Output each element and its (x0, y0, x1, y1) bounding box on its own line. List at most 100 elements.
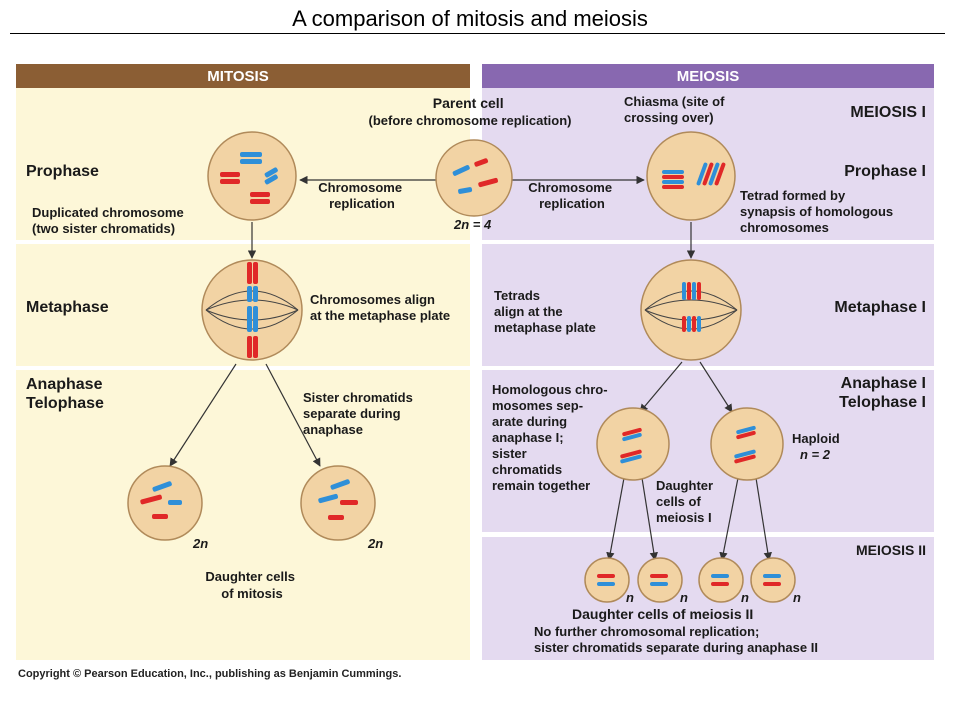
chiasma-line-1: Chiasma (site of (624, 94, 725, 109)
meiosis1-daughter-cell-left (596, 407, 670, 481)
arrow-meiosis1-right (699, 361, 733, 413)
chromosome (662, 180, 684, 184)
chromosomes-align-line-2: at the metaphase plate (310, 308, 450, 323)
chromosome (650, 582, 668, 586)
metaphase1-label: Metaphase I (834, 299, 926, 316)
chromosome (140, 494, 162, 505)
meiosis1-daughter-line-1: Daughter (656, 478, 713, 493)
chromosome (736, 425, 756, 435)
chromosome (330, 479, 350, 490)
separator-meiosis-2 (482, 366, 934, 370)
arrow-meiosis1-left (639, 361, 683, 413)
meiosis2-daughter-label: Daughter cells of meiosis II (572, 606, 753, 622)
telophase1-label: Telophase I (839, 394, 926, 411)
chromosome (711, 574, 729, 578)
meiosis1-daughter-cell-right (710, 407, 784, 481)
duplicated-chromosome-line-2: (two sister chromatids) (32, 221, 175, 236)
homologous-line-6: chromatids (492, 462, 562, 477)
mitosis-telophase-label: Telophase (26, 395, 104, 412)
arrow-mitosis-left (169, 363, 237, 467)
meiosis-header: MEIOSIS (677, 68, 740, 85)
mitosis-replication-label: Chromosome replication (318, 180, 405, 211)
chromosome (682, 316, 686, 332)
mitosis-header-bar (16, 64, 470, 88)
arrow-meiosis2-4 (755, 477, 772, 561)
chromosome (763, 574, 781, 578)
chromosome (702, 162, 714, 186)
chromosome (682, 282, 686, 300)
mitosis-prophase-label: Prophase (26, 163, 99, 180)
arrow-meiosis2-2 (641, 477, 658, 561)
parent-cell-line-1: Parent cell (433, 95, 504, 111)
meiosis1-daughter-line-3: meiosis I (656, 510, 712, 525)
chromosome (622, 427, 642, 437)
chromosome (697, 316, 701, 332)
tetrads-align-line-2: align at the (494, 304, 563, 319)
mitosis-replication-line-2: replication (329, 196, 395, 211)
mitosis-anaphase-telophase-label: Anaphase Telophase (26, 376, 107, 412)
separator-mitosis-2 (16, 366, 470, 370)
tetrads-align-label: Tetrads align at the metaphase plate (494, 288, 596, 335)
chromosome (247, 262, 252, 284)
meiosis-header-bar (482, 64, 934, 88)
mitosis-ploidy-left: 2n (192, 536, 208, 551)
chromosome (734, 454, 756, 464)
mitosis-daughter-line-1: Daughter cells (205, 569, 295, 584)
chromosome (622, 432, 642, 442)
parent-cell-label: Parent cell (before chromosome replicati… (369, 95, 572, 128)
meiosis2-ploidy-2: n (680, 590, 688, 605)
chromosomes-align-label: Chromosomes align at the metaphase plate (310, 292, 450, 323)
chromosome (474, 158, 489, 167)
homologous-line-3: arate during (492, 414, 567, 429)
meiosis2-ploidy-3: n (741, 590, 749, 605)
chromosome (662, 175, 684, 179)
chromosome (253, 262, 258, 284)
chromosome (247, 306, 252, 332)
meiosis-prophase1-cell (646, 131, 736, 221)
chromosome (597, 574, 615, 578)
sister-separate-line-3: anaphase (303, 422, 363, 437)
tetrad-formed-line-2: synapsis of homologous (740, 204, 893, 219)
arrow-meiosis2-3 (719, 477, 739, 561)
chromosome (250, 192, 270, 197)
chromosome (253, 306, 258, 332)
meiosis-metaphase1-cell (640, 259, 742, 361)
page-title: A comparison of mitosis and meiosis (292, 6, 648, 31)
mitosis-header: MITOSIS (207, 68, 268, 85)
meiosis-spindle-upper (644, 299, 738, 311)
mitosis-ploidy-right: 2n (367, 536, 383, 551)
haploid-line-1: Haploid (792, 431, 840, 446)
chromosome (318, 493, 338, 504)
chromosome (152, 481, 172, 492)
arrow-meiosis2-1 (606, 477, 625, 561)
chromosome (708, 162, 720, 186)
chromosome (478, 177, 498, 188)
chiasma-line-2: crossing over) (624, 110, 714, 125)
chromosome (662, 185, 684, 189)
chromosome (253, 336, 258, 358)
meiosis2-daughter-cell-2 (637, 557, 683, 603)
chromosome (687, 282, 691, 300)
meiosis-replication-line-1: Chromosome (528, 180, 612, 195)
chromosome (220, 172, 240, 177)
meiosis2-ploidy-4: n (793, 590, 801, 605)
chromosome (597, 582, 615, 586)
chromosome (687, 316, 691, 332)
chromosome (452, 165, 470, 176)
meiosis-replication-label: Chromosome replication (528, 180, 615, 211)
homologous-line-5: sister (492, 446, 527, 461)
meiosis2-ploidy-1: n (626, 590, 634, 605)
tetrad-formed-line-3: chromosomes (740, 220, 829, 235)
mitosis-prophase-cell (207, 131, 297, 221)
homologous-separate-label: Homologous chro- mosomes sep- arate duri… (492, 382, 611, 493)
mitosis-daughter-cell-right (300, 465, 376, 541)
meiosis1-daughter-label: Daughter cells of meiosis I (656, 478, 717, 525)
duplicated-chromosome-label: Duplicated chromosome (two sister chroma… (32, 205, 187, 236)
tetrad-formed-label: Tetrad formed by synapsis of homologous … (740, 188, 897, 235)
chromosomes (140, 152, 781, 586)
homologous-line-2: mosomes sep- (492, 398, 583, 413)
chromosome (253, 286, 258, 302)
no-further-line-1: No further chromosomal replication; (534, 624, 759, 639)
separator-meiosis-1 (482, 240, 934, 244)
